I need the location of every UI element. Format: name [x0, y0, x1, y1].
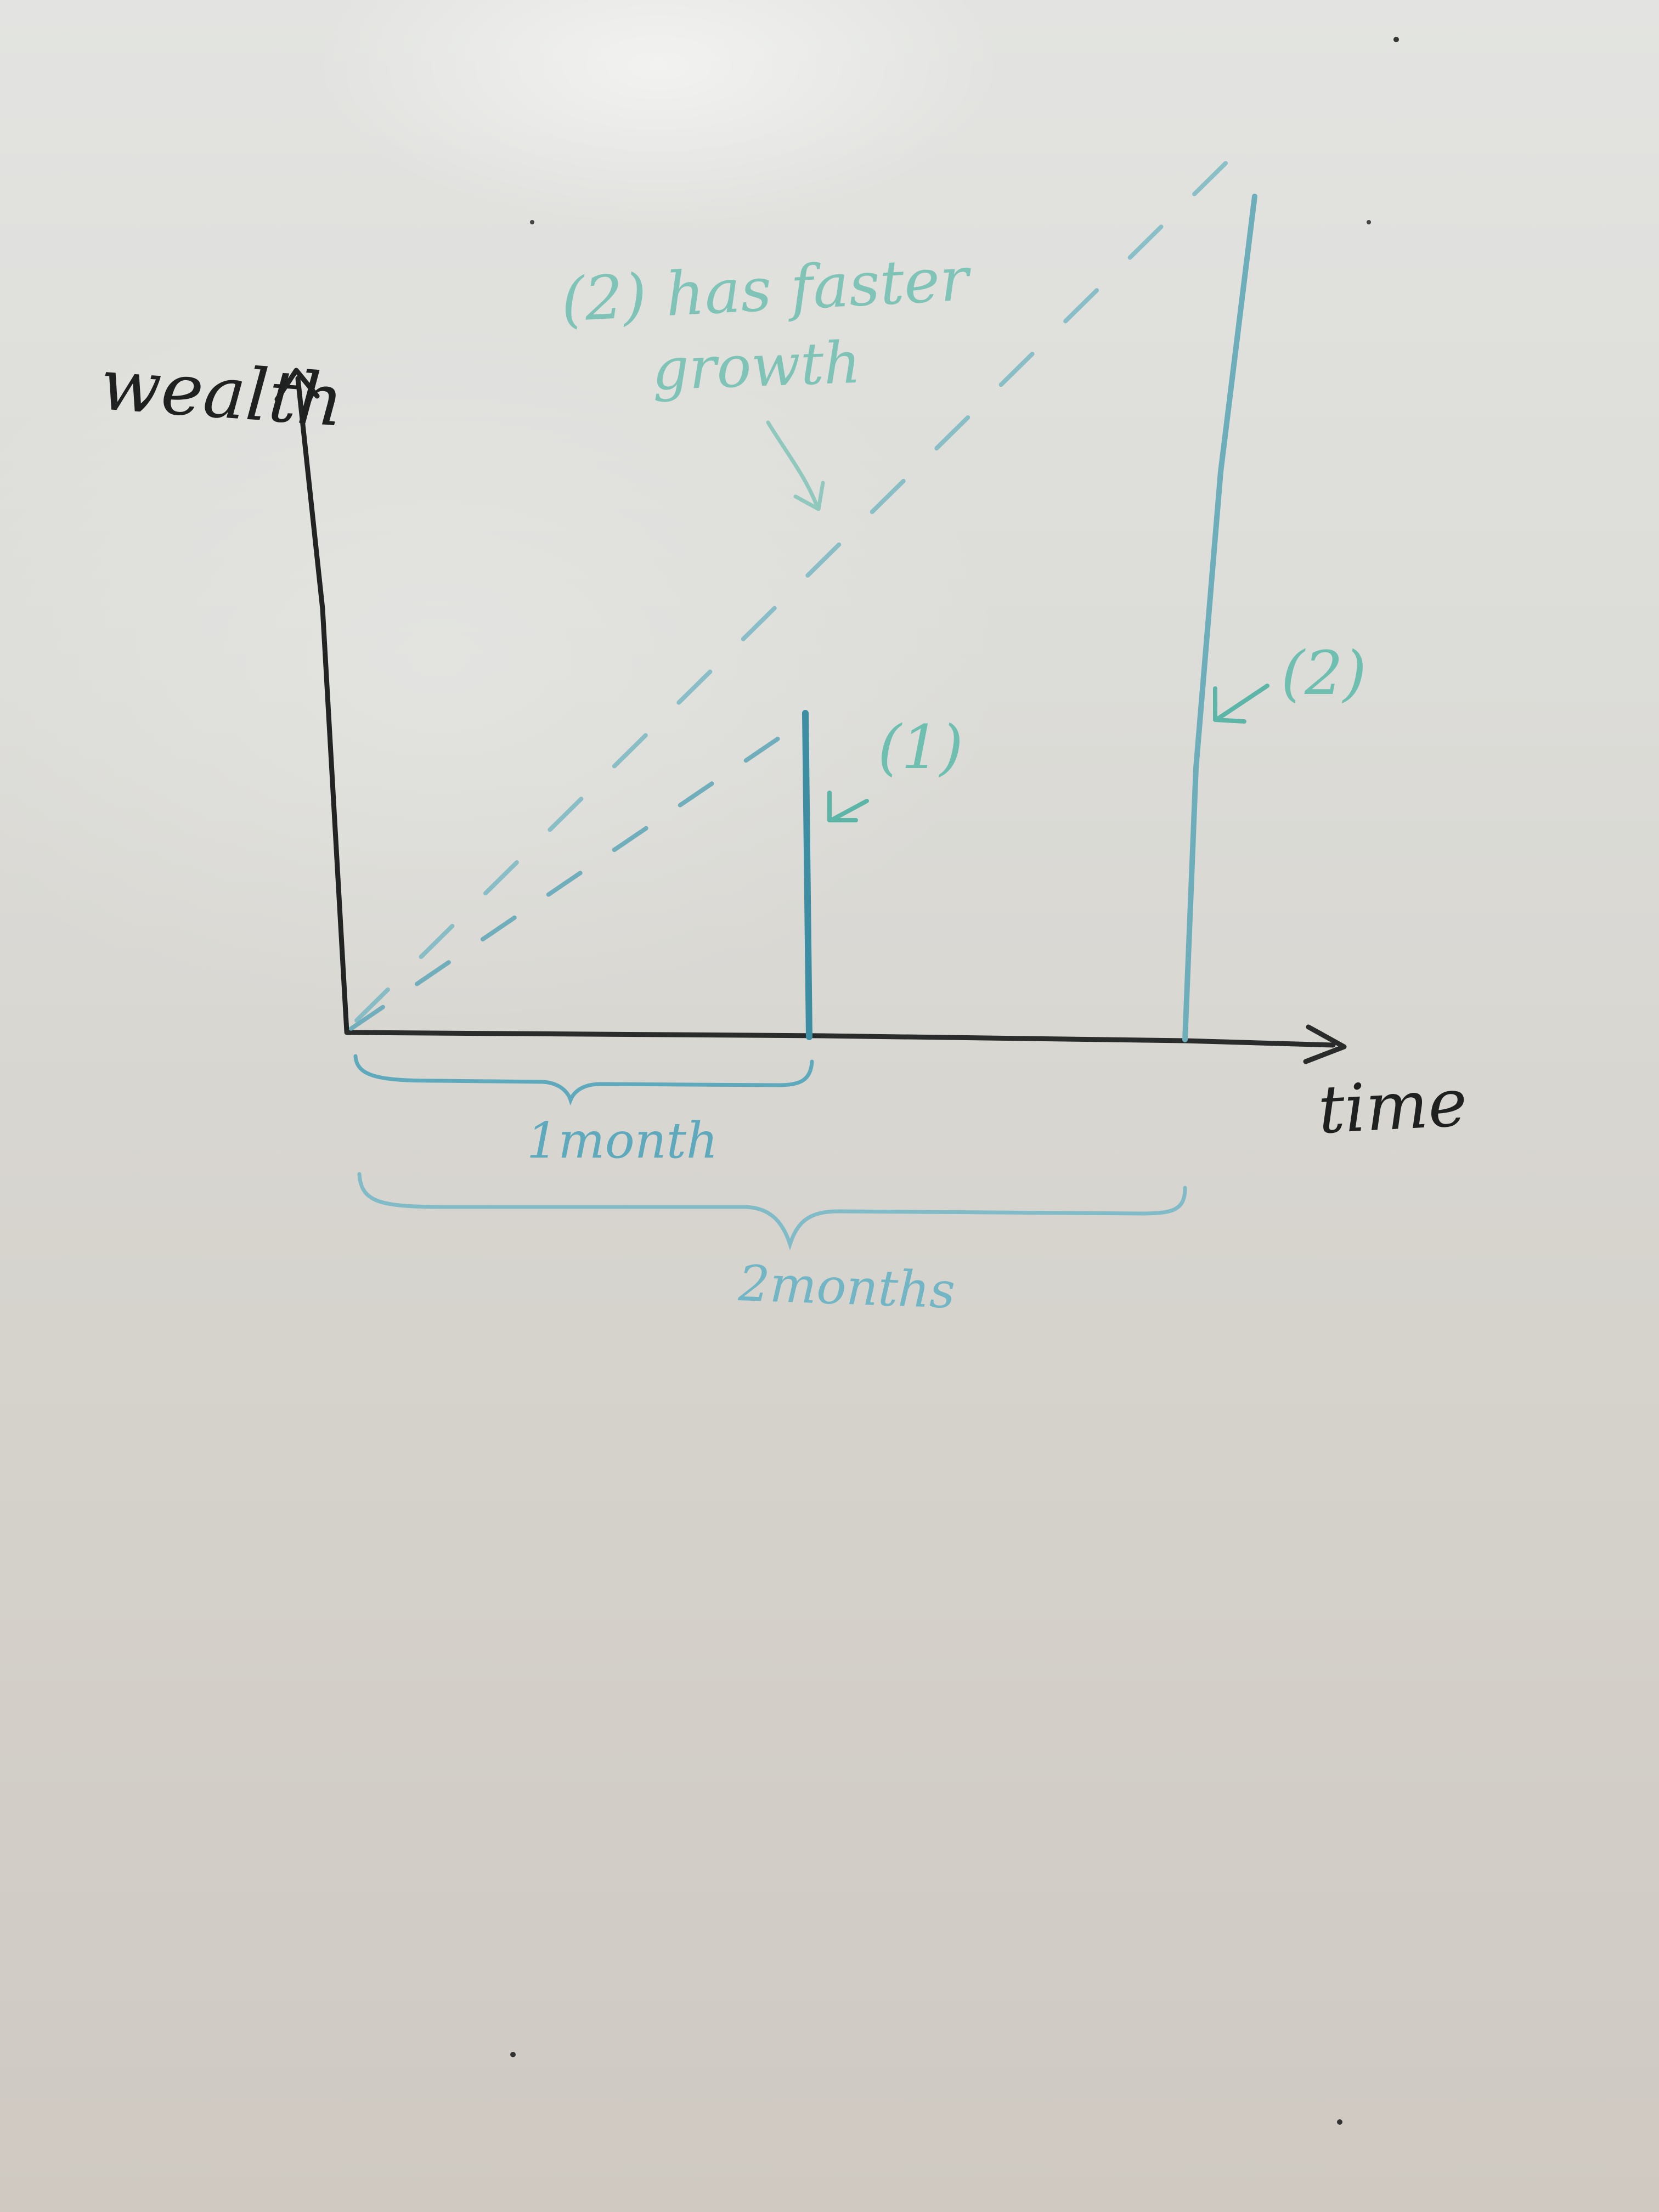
x-axis-line	[344, 1030, 1336, 1048]
board-speck	[1337, 2119, 1342, 2125]
label-option-2: (2)	[1281, 638, 1367, 708]
annotation-line-1: (2) has faster	[560, 244, 974, 335]
arrow-option-1	[827, 791, 869, 822]
brace-two-months	[357, 1172, 1187, 1251]
annotation-arrow	[766, 420, 825, 511]
y-axis-label: wealth	[98, 342, 346, 443]
brace-one-month-label: 1month	[527, 1112, 718, 1170]
x-axis-label: time	[1316, 1065, 1469, 1149]
board-speck	[510, 2052, 516, 2057]
annotation-line-2: growth	[651, 329, 862, 403]
dashed-growth-line-1	[349, 721, 803, 1031]
brace-one-month	[353, 1054, 814, 1106]
dashed-growth-line-2	[354, 142, 1248, 1023]
board-speck	[530, 220, 534, 224]
board-speck	[1393, 37, 1399, 42]
bar-option-2	[1182, 194, 1257, 1042]
y-axis-line	[295, 376, 349, 1034]
arrow-option-2	[1213, 684, 1269, 724]
brace-two-months-label: 2months	[737, 1255, 956, 1320]
board-speck	[1367, 220, 1371, 224]
bar-option-1	[802, 710, 812, 1040]
label-option-1: (1)	[878, 712, 963, 782]
x-axis-arrowhead	[1303, 1024, 1347, 1064]
y-axis-arrowhead	[274, 368, 320, 402]
